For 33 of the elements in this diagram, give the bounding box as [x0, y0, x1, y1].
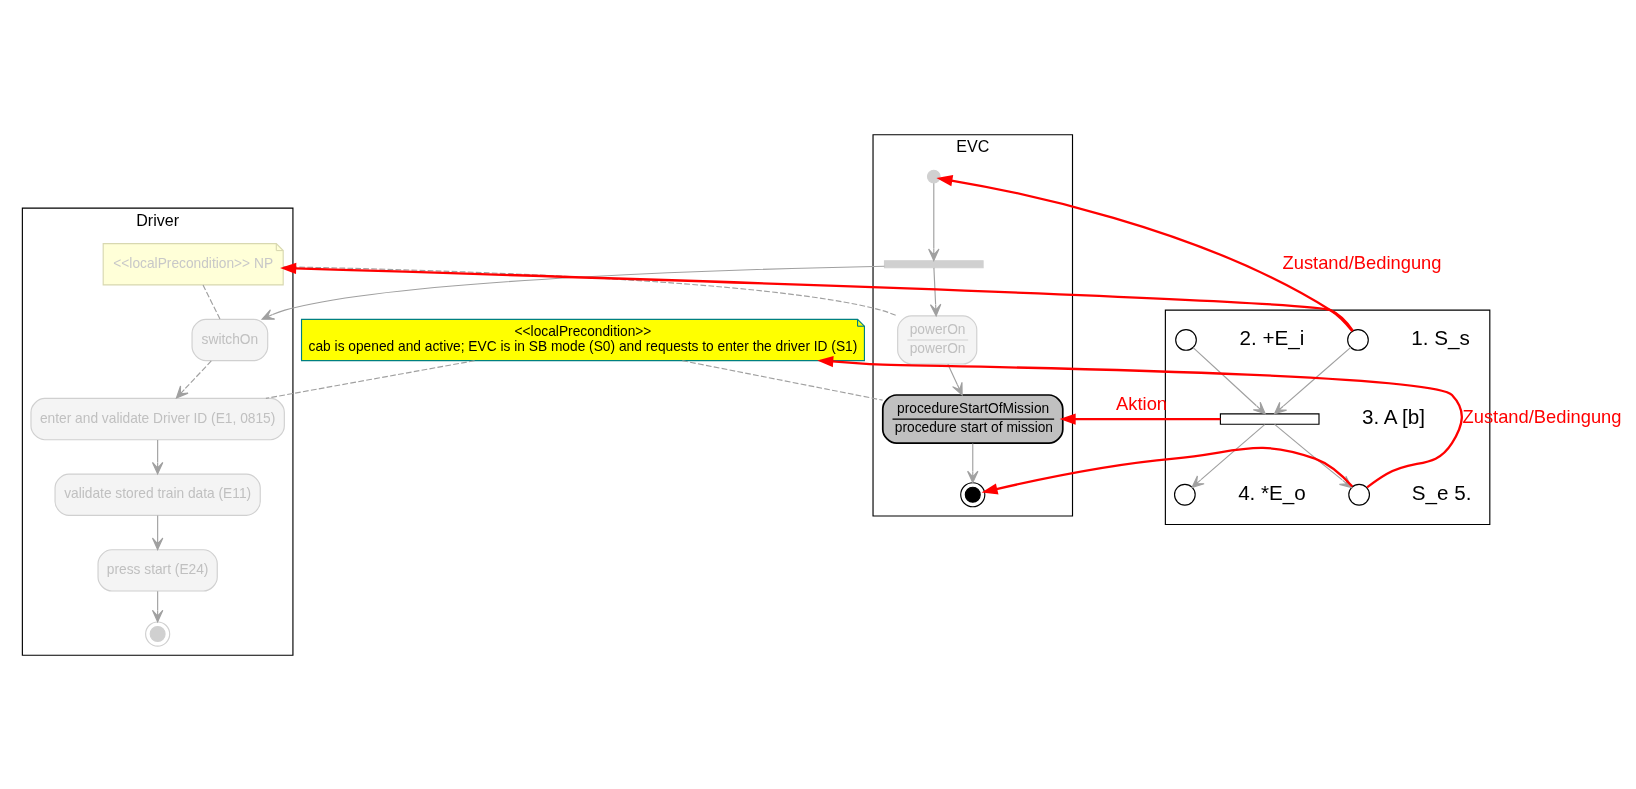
node-label: 2. +E_i — [1239, 325, 1305, 349]
arrow — [928, 182, 940, 261]
node-bar — [1219, 412, 1320, 425]
node-circle — [960, 481, 986, 507]
node-circle — [145, 620, 171, 647]
node-circle — [1347, 328, 1369, 351]
arrow — [1059, 412, 1221, 425]
node-box: procedureStartOfMission procedure start of mission — [881, 393, 1064, 444]
connector — [265, 359, 476, 399]
node-label: S_e 5. — [1411, 480, 1472, 504]
node-circle — [1348, 483, 1370, 506]
node-bar — [883, 259, 984, 268]
arrow — [151, 438, 164, 474]
arrow — [1191, 423, 1266, 488]
connector — [202, 284, 221, 320]
arrow — [175, 359, 212, 399]
node-circle — [1175, 328, 1197, 351]
node-circle — [1173, 483, 1196, 506]
arrow — [929, 266, 942, 316]
connector — [681, 359, 884, 401]
node-label: 3. A [b] — [1361, 404, 1426, 428]
arrow — [1192, 346, 1266, 414]
arrow — [151, 514, 164, 550]
arrow — [280, 262, 1354, 331]
arrow — [1273, 346, 1352, 414]
node-label: 4. *E_o — [1238, 480, 1306, 504]
arrow — [947, 363, 963, 395]
node-circle — [926, 169, 941, 183]
node-label: 1. S_s — [1411, 325, 1470, 349]
edge-label: Zustand/Bedingung — [1282, 251, 1442, 273]
arrow — [936, 174, 1354, 332]
arrow — [967, 442, 979, 483]
arrow — [151, 590, 164, 622]
